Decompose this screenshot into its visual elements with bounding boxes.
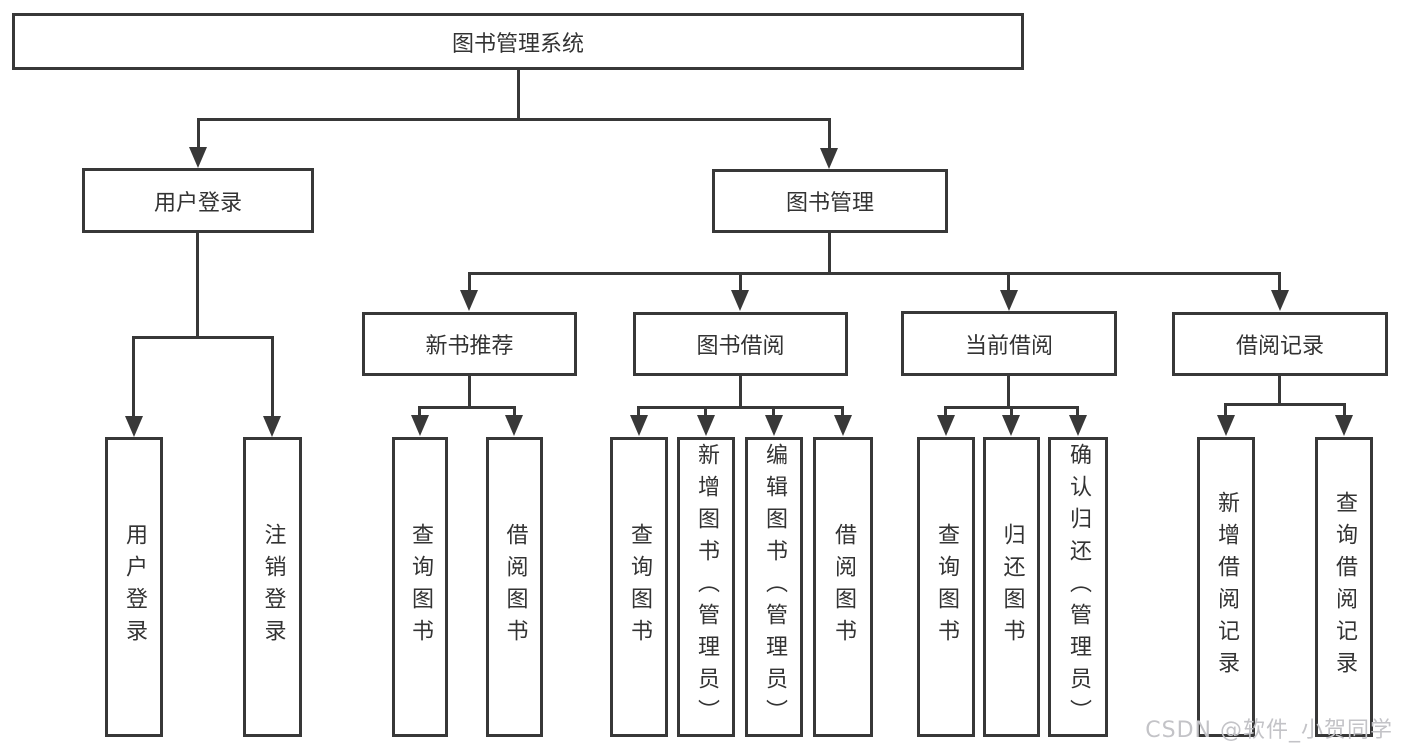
arrow-down-icon [765,415,783,436]
connector-drop [944,406,947,418]
node-label: 新增借阅记录 [1214,491,1239,683]
connector-drop [637,406,640,418]
node-leaf-query-book-cb: 查询图书 [917,437,975,737]
connector-book-mgmt-rail [468,272,1281,275]
connector-new-book-stub [468,376,471,406]
arrow-down-icon [1000,290,1018,311]
node-label: 借阅记录 [1235,334,1324,359]
arrow-down-icon [411,415,429,436]
node-label: 注销登录 [260,523,286,651]
arrow-down-icon [1335,415,1353,436]
arrow-down-icon [460,290,478,311]
node-new-book-recommend: 新书推荐 [362,312,577,376]
arrow-down-icon [1217,415,1235,436]
connector-drop [1010,406,1013,418]
arrow-down-icon [731,290,749,311]
connector-user-login-stub [196,233,199,336]
node-label: 当前借阅 [964,333,1053,359]
node-library-management-system: 图书管理系统 [12,13,1024,70]
connector-borrow-records-stub [1278,376,1281,404]
node-label: 图书管理系统 [451,31,584,57]
node-label: 新增图书（管理员） [694,443,719,731]
node-leaf-add-borrow-record: 新增借阅记录 [1197,437,1255,737]
node-label: 新书推荐 [425,334,514,359]
node-leaf-add-book-admin: 新增图书（管理员） [677,437,735,737]
connector-root-rail [197,118,831,121]
connector-drop-book-borrow [739,272,742,292]
connector-drop-logout [271,336,274,416]
arrow-down-icon [1002,415,1020,436]
arrow-down-icon [125,416,143,437]
node-current-borrowing: 当前借阅 [901,311,1117,376]
connector-drop-user-login [197,118,200,150]
node-borrowing-records: 借阅记录 [1172,312,1388,376]
node-label: 用户登录 [153,190,242,216]
connector-drop-login [132,336,135,416]
connector-root-stub [517,70,520,118]
node-leaf-query-book-rec: 查询图书 [392,437,448,737]
connector-drop [704,406,707,418]
node-leaf-confirm-return-admin: 确认归还（管理员） [1048,437,1108,737]
connector-drop [418,406,421,418]
node-label: 编辑图书（管理员） [762,443,787,731]
node-leaf-logout: 注销登录 [243,437,302,737]
arrow-down-icon [1069,415,1087,436]
connector-current-borrow-stub [1007,376,1010,406]
connector-drop [1224,403,1227,418]
connector-drop [513,406,516,418]
connector-new-book-rail [418,406,516,409]
arrow-down-icon [1271,290,1289,311]
node-label: 查询图书 [934,523,959,651]
arrow-down-icon [189,147,207,168]
arrow-down-icon [697,415,715,436]
connector-drop-book-mgmt [828,118,831,150]
arrow-down-icon [630,415,648,436]
arrow-down-icon [820,148,838,169]
node-leaf-query-book-bb: 查询图书 [610,437,668,737]
node-label: 查询借阅记录 [1332,491,1357,683]
arrow-down-icon [937,415,955,436]
connector-drop [841,406,844,418]
node-leaf-borrow-book-rec: 借阅图书 [486,437,543,737]
arrow-down-icon [505,415,523,436]
csdn-watermark: CSDN @软件_小贺同学 [1145,718,1393,743]
connector-drop [1343,403,1346,418]
arrow-down-icon [263,416,281,437]
node-leaf-query-borrow-record: 查询借阅记录 [1315,437,1373,737]
node-leaf-edit-book-admin: 编辑图书（管理员） [745,437,803,737]
node-book-management: 图书管理 [712,169,948,233]
connector-drop [1076,406,1079,418]
node-book-borrowing: 图书借阅 [633,312,848,376]
node-label: 确认归还（管理员） [1066,443,1091,731]
node-label: 借阅图书 [831,523,856,651]
connector-drop [772,406,775,418]
node-leaf-borrow-book-bb: 借阅图书 [813,437,873,737]
connector-book-mgmt-stub [828,233,831,272]
node-leaf-user-login: 用户登录 [105,437,163,737]
node-label: 查询图书 [408,523,433,651]
connector-borrow-records-rail [1224,403,1345,406]
arrow-down-icon [834,415,852,436]
node-label: 图书管理 [785,191,874,216]
connector-user-login-rail [132,336,274,339]
connector-book-borrow-stub [739,376,742,406]
node-label: 借阅图书 [502,523,528,651]
connector-book-borrow-rail [637,406,844,409]
node-label: 图书借阅 [696,334,785,359]
node-label: 归还图书 [999,523,1025,651]
node-label: 用户登录 [122,523,147,651]
node-label: 查询图书 [627,523,652,651]
node-leaf-return-book: 归还图书 [983,437,1040,737]
connector-drop-new-book [468,272,471,292]
connector-drop-current-borrow [1007,272,1010,292]
connector-drop-borrow-records [1278,272,1281,292]
node-user-login: 用户登录 [82,168,314,233]
